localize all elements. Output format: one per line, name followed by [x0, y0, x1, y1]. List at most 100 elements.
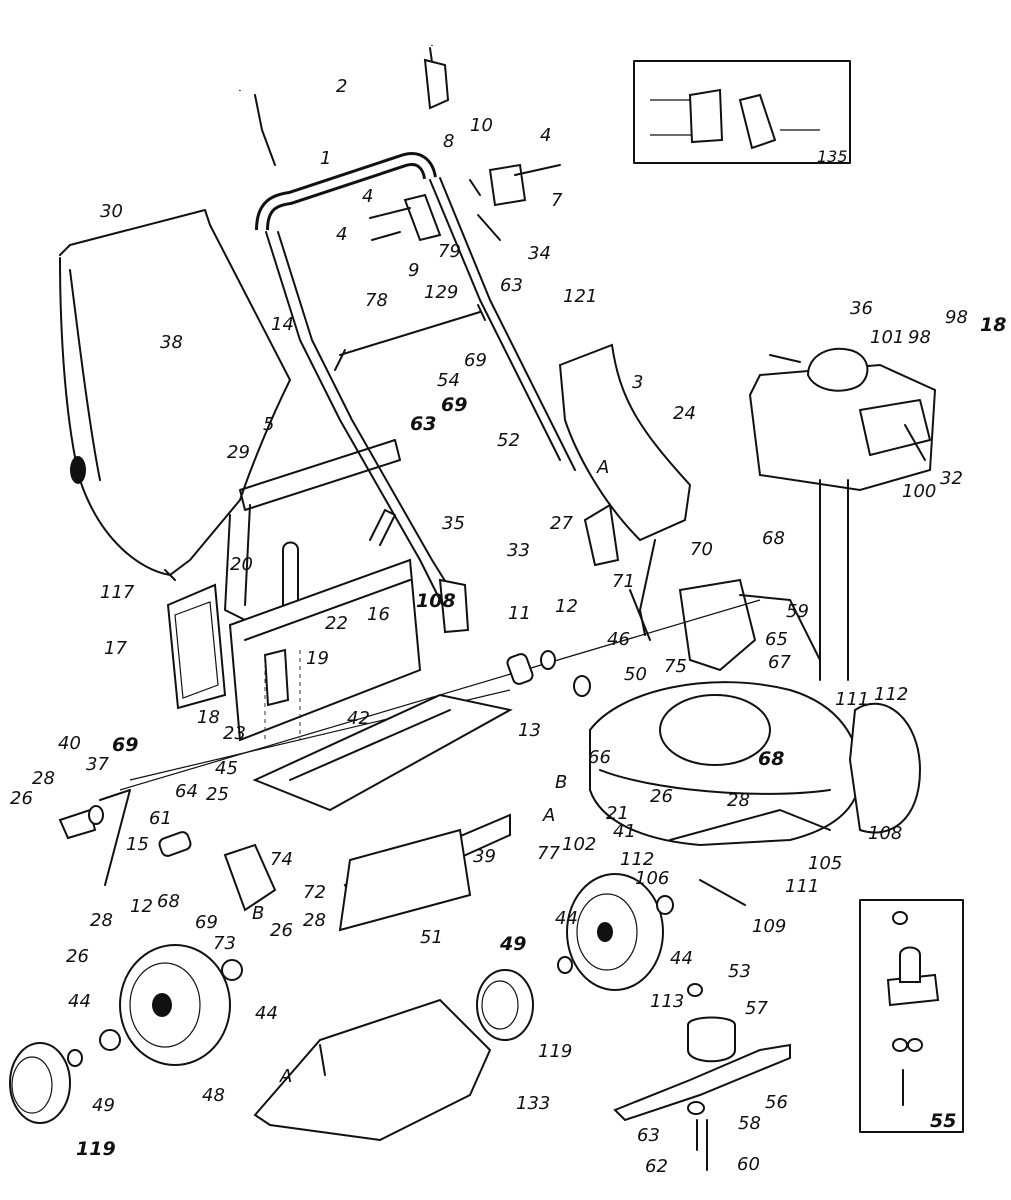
center-bracket: [223, 843, 277, 912]
reference-letter-a: A: [543, 805, 556, 826]
blade-assembly: [613, 983, 791, 1171]
callout-20: 20: [230, 554, 253, 575]
callout-35: 35: [442, 513, 465, 534]
inset-135: [633, 60, 851, 164]
callout-100: 100: [902, 481, 937, 502]
callout-101: 101: [870, 327, 905, 348]
discharge-chute: [558, 343, 692, 567]
callout-9: 9: [408, 260, 420, 281]
hubcap-left: [9, 1042, 83, 1124]
callout-5: 5: [263, 414, 275, 435]
callout-59: 59: [786, 601, 809, 622]
reference-letter-a: A: [280, 1066, 293, 1087]
callout-24: 24: [673, 403, 696, 424]
callout-48: 48: [202, 1085, 225, 1106]
callout-28: 28: [303, 910, 326, 931]
callout-26: 26: [66, 946, 89, 967]
callout-113: 113: [650, 991, 685, 1012]
callout-108: 108: [416, 590, 456, 612]
callout-4: 4: [362, 186, 374, 207]
callout-105: 105: [808, 853, 843, 874]
callout-49: 49: [92, 1095, 115, 1116]
front-wheel: [557, 873, 674, 991]
callout-12: 12: [555, 596, 578, 617]
callout-54: 54: [437, 370, 460, 391]
callout-30: 30: [100, 201, 123, 222]
callout-37: 37: [86, 754, 109, 775]
callout-68: 68: [157, 891, 180, 912]
callout-68: 68: [762, 528, 785, 549]
callout-117: 117: [100, 582, 135, 603]
callout-69: 69: [112, 734, 139, 756]
callout-49: 49: [500, 933, 527, 955]
callout-2: 2: [336, 76, 348, 97]
callout-53: 53: [728, 961, 751, 982]
callout-98: 98: [945, 307, 968, 328]
axle-parts: [158, 650, 591, 857]
callout-63: 63: [637, 1125, 660, 1146]
callout-18: 18: [980, 314, 1007, 336]
callout-12: 12: [130, 896, 153, 917]
callout-73: 73: [213, 933, 236, 954]
callout-108: 108: [868, 823, 903, 844]
skirt-plates: [338, 813, 511, 932]
callout-4: 4: [336, 224, 348, 245]
callout-28: 28: [727, 790, 750, 811]
callout-75: 75: [664, 656, 687, 677]
rear-housing: [228, 558, 422, 742]
callout-28: 28: [32, 768, 55, 789]
left-bracket: [58, 789, 131, 886]
callout-112: 112: [874, 684, 909, 705]
callout-62: 62: [645, 1156, 668, 1177]
callout-63: 63: [500, 275, 523, 296]
reference-letter-a: A: [597, 457, 610, 478]
callout-39: 39: [473, 846, 496, 867]
callout-77: 77: [537, 843, 560, 864]
callout-56: 56: [765, 1092, 788, 1113]
deck: [589, 681, 862, 847]
callout-32: 32: [940, 468, 963, 489]
callout-34: 34: [528, 243, 551, 264]
control-bracket: [369, 163, 561, 242]
callout-129: 129: [424, 282, 459, 303]
callout-119: 119: [538, 1041, 573, 1062]
callout-119: 119: [76, 1138, 116, 1160]
reference-letter-b: B: [252, 903, 265, 924]
callout-29: 29: [227, 442, 250, 463]
callout-16: 16: [367, 604, 390, 625]
callout-7: 7: [551, 190, 563, 211]
callout-61: 61: [149, 808, 172, 829]
callout-55: 55: [930, 1110, 957, 1132]
callout-57: 57: [745, 998, 768, 1019]
callout-44: 44: [670, 948, 693, 969]
callout-13: 13: [518, 720, 541, 741]
callout-78: 78: [365, 290, 388, 311]
callout-74: 74: [270, 849, 293, 870]
callout-8: 8: [443, 131, 455, 152]
callout-63: 63: [410, 413, 437, 435]
callout-19: 19: [306, 648, 329, 669]
callout-70: 70: [690, 539, 713, 560]
callout-44: 44: [255, 1003, 278, 1024]
callout-98: 98: [908, 327, 931, 348]
callout-51: 51: [420, 927, 443, 948]
callout-79: 79: [438, 241, 461, 262]
callout-44: 44: [68, 991, 91, 1012]
callout-21: 21: [606, 803, 629, 824]
callout-71: 71: [612, 571, 635, 592]
callout-27: 27: [550, 513, 573, 534]
callout-66: 66: [588, 747, 611, 768]
hubcap-middle: [476, 969, 534, 1041]
rear-door: [166, 583, 227, 710]
callout-68: 68: [758, 748, 785, 770]
callout-58: 58: [738, 1113, 761, 1134]
engine: [748, 347, 937, 681]
callout-102: 102: [562, 834, 597, 855]
callout-135: 135: [817, 147, 848, 166]
callout-111: 111: [785, 876, 820, 897]
callout-46: 46: [607, 629, 630, 650]
left-rear-wheel: [99, 944, 243, 1066]
callout-109: 109: [752, 916, 787, 937]
callout-23: 23: [223, 723, 246, 744]
